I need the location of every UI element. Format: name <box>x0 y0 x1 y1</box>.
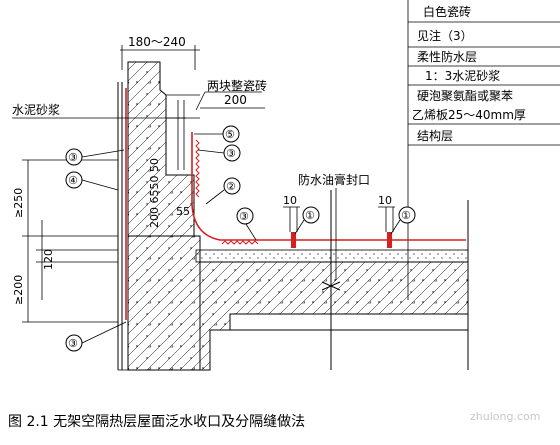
marker-5: ⑤ <box>194 125 240 143</box>
svg-text:③: ③ <box>239 210 249 223</box>
svg-text:①: ① <box>401 209 411 222</box>
dim-250: ≥250 <box>12 188 25 218</box>
marker-3: ③ <box>197 144 241 162</box>
figure-caption: 图 2.1 无架空隔热层屋面泛水收口及分隔缝做法 <box>8 414 305 430</box>
svg-text:③: ③ <box>226 147 236 160</box>
layer-label: 柔性防水层 <box>417 49 477 64</box>
dim-wall-width: 180～240 <box>128 35 186 49</box>
dim-120: 120 <box>42 249 55 270</box>
layer-label: 结构层 <box>417 128 453 143</box>
roof-slab <box>195 249 469 371</box>
dim-gap: 10 <box>378 194 392 207</box>
marker-3: ③ <box>65 148 125 166</box>
marker-3: ③ <box>236 207 257 241</box>
watermark: zhulong.com <box>470 410 540 423</box>
dim-55: 55 <box>176 205 190 218</box>
layer-label: 硬泡聚氨酯或聚苯 <box>417 89 513 103</box>
dim-stack: 200 6550 50 <box>148 158 161 228</box>
sealant-block <box>291 232 296 248</box>
svg-text:③: ③ <box>68 337 78 350</box>
cement-mortar-label: 水泥砂浆 <box>12 102 60 117</box>
marker-2: ② <box>205 177 241 205</box>
marker-4: ④ <box>65 171 119 191</box>
tiles-dim: 200 <box>224 93 247 107</box>
layer-label: 白色瓷砖 <box>423 4 471 19</box>
svg-text:④: ④ <box>68 174 78 187</box>
marker-1: ① <box>390 206 416 235</box>
svg-text:①: ① <box>305 209 315 222</box>
svg-text:②: ② <box>226 180 236 193</box>
layer-label: 1：3水泥砂浆 <box>425 68 500 83</box>
waterproof-membrane <box>191 132 466 241</box>
marker-1: ① <box>294 206 320 235</box>
dim-200: ≥200 <box>12 275 25 305</box>
marker-3: ③ <box>65 321 127 352</box>
layer-label: 乙烯板25～40mm厚 <box>412 108 526 122</box>
sealant-block <box>387 232 392 248</box>
tiles-label: 两块整瓷砖 <box>207 78 267 93</box>
svg-text:⑤: ⑤ <box>225 128 235 141</box>
sealant-label: 防水油膏封口 <box>298 172 370 187</box>
svg-text:③: ③ <box>68 151 78 164</box>
dim-gap: 10 <box>283 194 297 207</box>
layer-label: 见注（3） <box>417 28 473 43</box>
layer-legend: 白色瓷砖 见注（3） 柔性防水层 1：3水泥砂浆 硬泡聚氨酯或聚苯 乙烯板25～… <box>407 0 560 300</box>
